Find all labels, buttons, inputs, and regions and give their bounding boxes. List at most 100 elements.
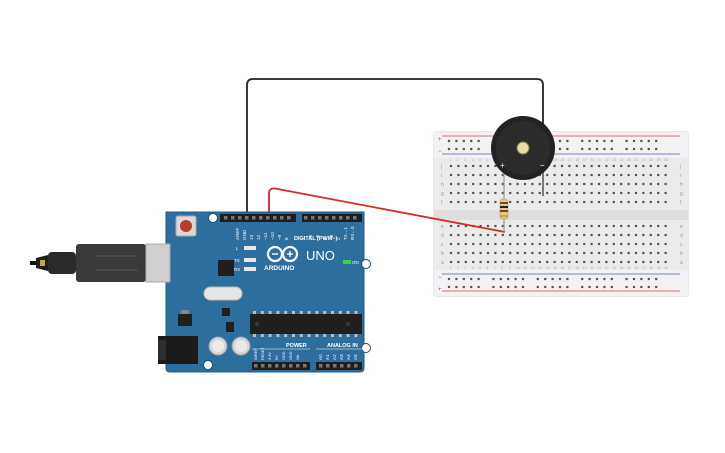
breadboard-hole[interactable]	[649, 164, 652, 168]
breadboard-hole[interactable]	[590, 173, 593, 177]
breadboard-hole[interactable]	[457, 242, 460, 246]
breadboard-hole[interactable]	[568, 191, 571, 195]
breadboard-hole[interactable]	[523, 224, 527, 228]
breadboard-hole[interactable]	[590, 233, 593, 237]
breadboard-hole[interactable]	[464, 173, 467, 177]
header-pin-hole[interactable]	[318, 216, 322, 220]
arduino-uno-board[interactable]: AREF GND 13 12 ~11 ~10 ~9 8 7 ~6 ~5 4 ~3…	[145, 211, 371, 373]
breadboard-hole[interactable]	[575, 251, 578, 255]
breadboard-hole[interactable]	[553, 200, 556, 204]
header-pin-hole[interactable]	[319, 364, 323, 368]
rail-hole[interactable]	[632, 285, 636, 289]
breadboard-hole[interactable]	[516, 260, 519, 264]
breadboard-hole[interactable]	[464, 251, 467, 255]
breadboard-hole[interactable]	[501, 251, 504, 255]
breadboard-hole[interactable]	[479, 200, 482, 204]
header-pin-hole[interactable]	[347, 364, 351, 368]
rail-hole[interactable]	[551, 277, 554, 281]
breadboard-hole[interactable]	[620, 191, 623, 195]
breadboard-hole[interactable]	[568, 200, 571, 204]
breadboard-hole[interactable]	[568, 242, 571, 246]
breadboard-hole[interactable]	[449, 191, 453, 195]
breadboard-hole[interactable]	[472, 260, 475, 264]
header-pin-hole[interactable]	[245, 216, 249, 220]
header-pin-hole[interactable]	[339, 216, 343, 220]
header-pin-hole[interactable]	[303, 364, 307, 368]
breadboard-hole[interactable]	[472, 251, 475, 255]
breadboard-hole[interactable]	[546, 260, 549, 264]
breadboard-hole[interactable]	[486, 251, 490, 255]
breadboard-hole[interactable]	[546, 251, 549, 255]
breadboard-hole[interactable]	[568, 164, 571, 168]
breadboard-hole[interactable]	[627, 200, 630, 204]
breadboard-hole[interactable]	[657, 200, 660, 204]
breadboard-hole[interactable]	[642, 260, 645, 264]
rail-hole[interactable]	[558, 147, 562, 151]
breadboard-hole[interactable]	[509, 224, 512, 228]
rail-hole[interactable]	[477, 285, 480, 289]
rail-hole[interactable]	[514, 277, 517, 281]
breadboard-hole[interactable]	[501, 233, 504, 237]
breadboard-hole[interactable]	[531, 251, 534, 255]
header-pin-hole[interactable]	[346, 216, 350, 220]
header-pin-hole[interactable]	[268, 364, 272, 368]
rail-hole[interactable]	[655, 277, 658, 281]
breadboard-hole[interactable]	[575, 242, 578, 246]
breadboard-hole[interactable]	[486, 233, 490, 237]
breadboard-hole[interactable]	[538, 191, 541, 195]
breadboard-hole[interactable]	[568, 233, 571, 237]
breadboard-hole[interactable]	[449, 200, 453, 204]
breadboard[interactable]: + − − + j i h g f e d c b a j i	[433, 131, 689, 297]
breadboard-hole[interactable]	[583, 224, 586, 228]
breadboard-hole[interactable]	[657, 242, 660, 246]
rail-hole[interactable]	[647, 147, 650, 151]
breadboard-hole[interactable]	[516, 242, 519, 246]
breadboard-hole[interactable]	[575, 200, 578, 204]
breadboard-hole[interactable]	[590, 260, 593, 264]
breadboard-hole[interactable]	[523, 251, 527, 255]
breadboard-hole[interactable]	[634, 164, 638, 168]
rail-hole[interactable]	[647, 277, 650, 281]
header-pin-hole[interactable]	[252, 216, 256, 220]
breadboard-hole[interactable]	[523, 233, 527, 237]
resistor[interactable]	[499, 185, 509, 233]
breadboard-hole[interactable]	[575, 164, 578, 168]
breadboard-hole[interactable]	[479, 260, 482, 264]
rail-hole[interactable]	[447, 285, 451, 289]
rail-hole[interactable]	[447, 147, 451, 151]
breadboard-hole[interactable]	[590, 224, 593, 228]
breadboard-hole[interactable]	[553, 191, 556, 195]
rail-hole[interactable]	[470, 147, 473, 151]
breadboard-hole[interactable]	[449, 224, 453, 228]
breadboard-hole[interactable]	[546, 224, 549, 228]
breadboard-hole[interactable]	[449, 182, 453, 186]
breadboard-hole[interactable]	[597, 200, 601, 204]
breadboard-hole[interactable]	[464, 233, 467, 237]
rail-hole[interactable]	[462, 277, 465, 281]
rail-hole[interactable]	[655, 147, 658, 151]
header-pin-hole[interactable]	[354, 364, 358, 368]
breadboard-hole[interactable]	[597, 224, 601, 228]
rail-hole[interactable]	[625, 139, 628, 143]
breadboard-hole[interactable]	[664, 233, 667, 237]
rail-hole[interactable]	[514, 285, 517, 289]
rail-hole[interactable]	[521, 285, 525, 289]
breadboard-hole[interactable]	[620, 200, 623, 204]
breadboard-hole[interactable]	[620, 242, 623, 246]
header-pin-hole[interactable]	[238, 216, 242, 220]
breadboard-hole[interactable]	[568, 173, 571, 177]
breadboard-hole[interactable]	[546, 242, 549, 246]
rail-hole[interactable]	[595, 147, 599, 151]
breadboard-hole[interactable]	[464, 164, 467, 168]
breadboard-hole[interactable]	[494, 191, 497, 195]
breadboard-hole[interactable]	[657, 182, 660, 186]
rail-hole[interactable]	[470, 285, 473, 289]
breadboard-hole[interactable]	[546, 191, 549, 195]
breadboard-hole[interactable]	[634, 182, 638, 186]
breadboard-hole[interactable]	[531, 200, 534, 204]
breadboard-hole[interactable]	[664, 260, 667, 264]
breadboard-hole[interactable]	[509, 251, 512, 255]
breadboard-hole[interactable]	[449, 233, 453, 237]
breadboard-hole[interactable]	[590, 200, 593, 204]
breadboard-hole[interactable]	[583, 164, 586, 168]
